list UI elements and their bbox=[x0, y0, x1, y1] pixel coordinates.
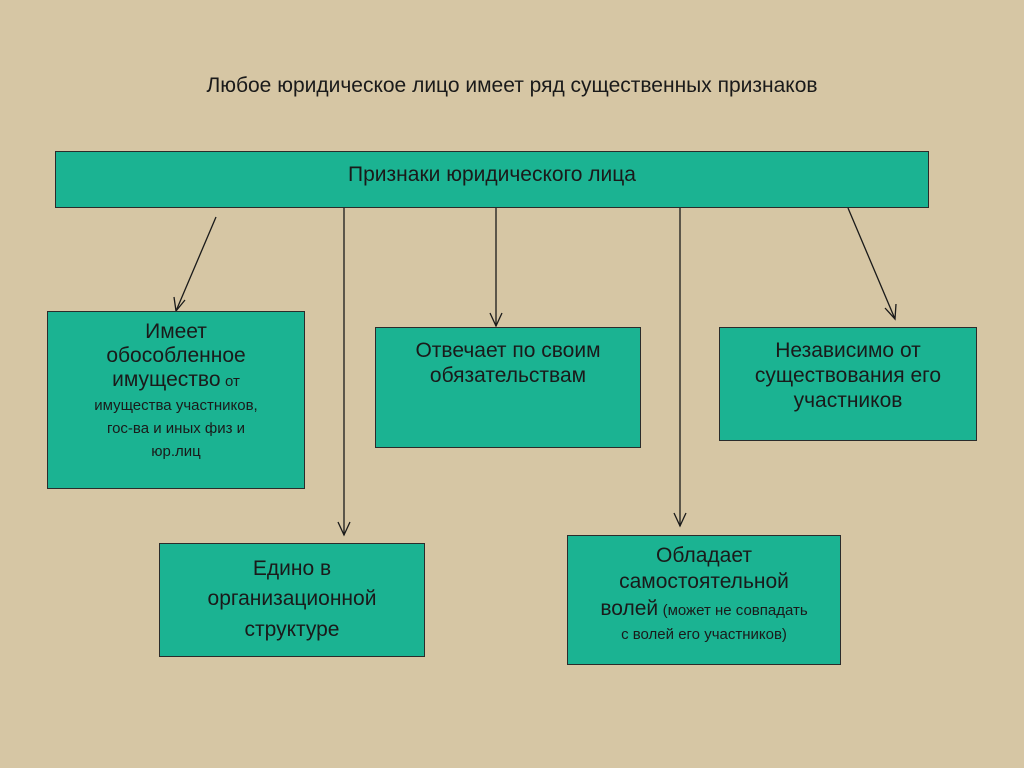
independence-line-1: Независимо от bbox=[775, 339, 921, 362]
arrowhead-independence bbox=[884, 303, 897, 321]
box-independent-will: Обладает самостоятельной волей (может не… bbox=[567, 535, 841, 665]
independence-line-2: существования его bbox=[754, 364, 942, 388]
property-line-1: Имеет bbox=[145, 320, 207, 343]
independence-line-3: участников bbox=[793, 389, 903, 413]
property-note-4: юр.лиц bbox=[151, 443, 201, 461]
box-separate-property: Имеет обособленное имущество от имуществ… bbox=[47, 311, 305, 489]
property-line-2: обособленное bbox=[106, 344, 246, 368]
property-line-3: имущество bbox=[112, 368, 221, 392]
will-note-1: (может не совпадать bbox=[662, 601, 808, 619]
box-liability: Отвечает по своим обязательствам bbox=[375, 327, 641, 448]
will-line-3: волей bbox=[600, 596, 659, 620]
unity-line-2: организационной bbox=[207, 587, 377, 611]
arrowhead-liability bbox=[489, 312, 503, 328]
arrow-to-property bbox=[175, 216, 217, 312]
property-note-2: имущества участников, bbox=[94, 396, 258, 414]
property-note-3: гос-ва и иных физ и bbox=[106, 419, 246, 437]
liability-line-1: Отвечает по своим bbox=[415, 339, 601, 362]
liability-line-2: обязательствам bbox=[429, 364, 587, 388]
property-note-1: от bbox=[224, 373, 240, 391]
unity-line-1: Едино в bbox=[252, 557, 332, 580]
box-independence: Независимо от существования его участник… bbox=[719, 327, 977, 441]
arrowhead-unity bbox=[337, 521, 351, 537]
will-line-2: самостоятельной bbox=[619, 570, 789, 594]
box-organizational-unity: Едино в организационной структуре bbox=[159, 543, 425, 657]
will-note-2: с волей его участников) bbox=[621, 625, 787, 643]
will-line-1: Обладает bbox=[656, 544, 752, 567]
arrow-to-independence bbox=[847, 207, 896, 320]
unity-line-3: структуре bbox=[244, 617, 340, 641]
slide-title: Любое юридическое лицо имеет ряд существ… bbox=[206, 74, 818, 97]
arrowhead-will bbox=[673, 512, 687, 528]
root-box-label: Признаки юридического лица bbox=[348, 163, 636, 186]
root-box-legal-entity-features: Признаки юридического лица bbox=[55, 151, 929, 208]
